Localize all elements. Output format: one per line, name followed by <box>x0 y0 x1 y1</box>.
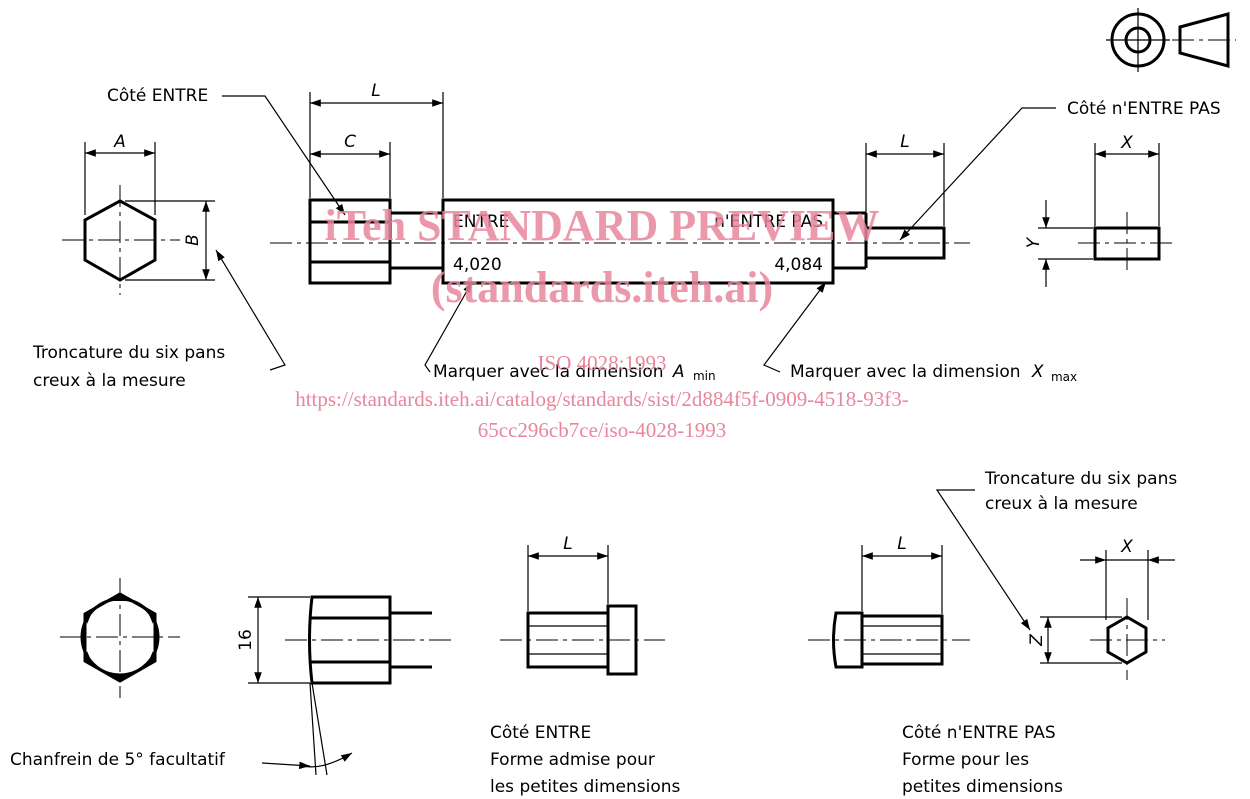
handle-entre-label: ENTRE <box>453 212 509 232</box>
cote-nentre-bottom-line1: Côté n'ENTRE PAS <box>902 723 1056 743</box>
marquer-xmax-var: X <box>1031 362 1044 382</box>
dim-X-top-label: X <box>1120 133 1133 153</box>
dim-B-label: B <box>183 234 203 246</box>
cote-entre-bottom-line3: les petites dimensions <box>490 777 681 797</box>
dim-L-main-label: L <box>371 81 380 101</box>
hexagon-end-view-top <box>62 142 286 371</box>
chanfrein-label: Chanfrein de 5° facultatif <box>10 750 226 770</box>
dim-A-label: A <box>113 132 126 152</box>
marquer-amin-prefix: Marquer avec la dimension <box>433 362 664 382</box>
cote-nentre-bottom-line2: Forme pour les <box>902 750 1029 770</box>
handle-value-nentre: 4,084 <box>774 255 823 275</box>
troncature-left-line1: Troncature du six pans <box>32 343 225 363</box>
handle-value-entre: 4,020 <box>453 255 502 275</box>
cote-nentre-pas-top-label: Côté n'ENTRE PAS <box>1067 99 1221 119</box>
watermark-line2: (standards.iteh.ai) <box>431 263 773 312</box>
dim-C-label: C <box>344 132 356 152</box>
troncature-right-line1: Troncature du six pans <box>984 469 1177 489</box>
marquer-xmax-sub: max <box>1051 370 1077 384</box>
entre-small-form <box>500 545 665 676</box>
handle-nentre-pas-label: n'ENTRE PAS <box>714 212 823 232</box>
troncature-left-line2: creux à la mesure <box>33 371 186 391</box>
cote-entre-top-label: Côté ENTRE <box>107 86 208 106</box>
dim-X-bottom-label: X <box>1120 537 1133 557</box>
hexagon-circle-end-view <box>60 578 180 698</box>
nentre-pas-small-form <box>808 489 1031 669</box>
marquer-amin-sub: min <box>693 369 716 383</box>
marquer-amin-label: Marquer avec la dimension A min <box>433 362 716 383</box>
watermark-url-line1: https://standards.iteh.ai/catalog/standa… <box>295 387 909 411</box>
watermark-line3: ISO 4028:1993 <box>538 351 667 375</box>
pin-end-view-top <box>1038 143 1172 287</box>
projection-symbol <box>1106 8 1236 72</box>
hex-head-chamfer-view <box>248 595 455 776</box>
marquer-xmax-label: Marquer avec la dimension X max <box>790 362 1077 384</box>
dim-L-nentre-small-label: L <box>897 534 906 554</box>
dim-16-label: 16 <box>236 629 256 651</box>
dim-L-pin-label: L <box>900 132 909 152</box>
main-gauge <box>222 92 1056 373</box>
dim-L-entre-small-label: L <box>563 534 572 554</box>
cote-entre-bottom-line1: Côté ENTRE <box>490 723 591 743</box>
watermark-url-line2: 65cc296cb7ce/iso-4028-1993 <box>478 418 726 442</box>
cote-entre-bottom-line2: Forme admise pour <box>490 750 655 770</box>
troncature-right-line2: creux à la mesure <box>985 494 1138 514</box>
dim-Z-label: Z <box>1027 634 1047 647</box>
marquer-amin-var: A <box>672 362 685 382</box>
marquer-xmax-prefix: Marquer avec la dimension <box>790 362 1021 382</box>
small-hexagon-end-view <box>1040 550 1175 680</box>
dim-Y-label: Y <box>1024 236 1044 248</box>
watermark-line1: iTeh STANDARD PREVIEW <box>325 201 880 250</box>
cote-nentre-bottom-line3: petites dimensions <box>902 777 1063 797</box>
